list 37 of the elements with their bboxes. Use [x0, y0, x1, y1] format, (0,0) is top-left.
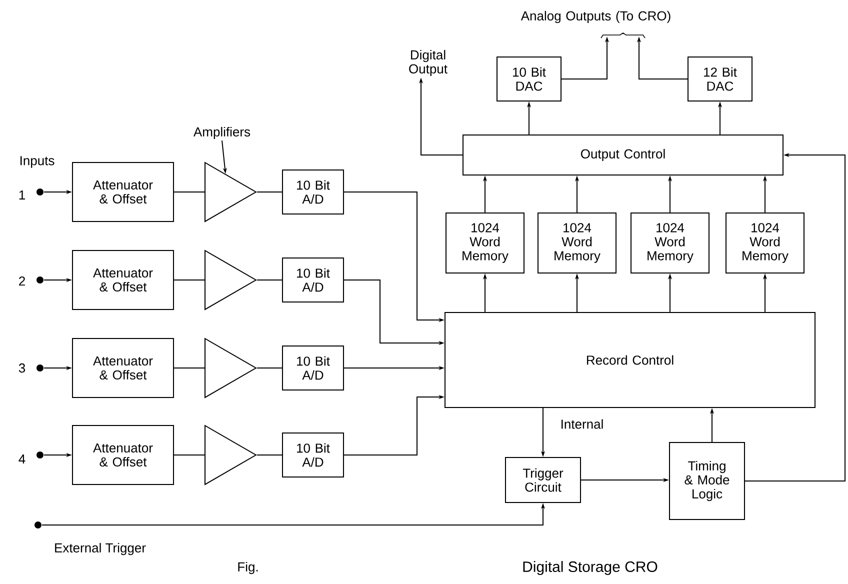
- block-box: Trigger Circuit: [505, 457, 581, 503]
- block-box: Attenuator & Offset: [72, 162, 174, 222]
- block-box: 1024 Word Memory: [538, 212, 616, 274]
- terminal-dot: [36, 452, 44, 458]
- terminal-dot: [34, 522, 42, 528]
- text-label: Inputs: [20, 156, 54, 168]
- connector-line: [256, 454, 282, 456]
- terminal-label: 3: [18, 363, 26, 373]
- terminal-label: External Trigger: [55, 542, 146, 556]
- signal-label: Analog Outputs (To CRO): [520, 10, 670, 24]
- block-box: Attenuator & Offset: [72, 250, 174, 310]
- block-box: Output Control: [462, 134, 784, 176]
- terminal-dot: [36, 188, 44, 196]
- signal-label: Amplifiers: [194, 126, 250, 140]
- terminal-label: 2: [19, 276, 25, 286]
- block-box: 1024 Word Memory: [630, 212, 710, 274]
- terminal-dot: [36, 364, 44, 372]
- block-box: Record Control: [444, 312, 816, 408]
- block-box: 12 Bit DAC: [688, 56, 752, 102]
- block-box: 10 Bit A/D: [282, 346, 344, 390]
- block-box: Timing & Mode Logic: [669, 442, 745, 520]
- block-box: 10 Bit DAC: [496, 56, 562, 102]
- text-label: Fig.: [238, 562, 258, 574]
- block-box: 10 Bit A/D: [282, 258, 344, 302]
- block-box: Attenuator & Offset: [72, 425, 174, 485]
- block-box: 1024 Word Memory: [726, 212, 804, 274]
- terminal-label: 1: [19, 190, 25, 200]
- signal-label: Digital Output: [409, 50, 448, 76]
- terminal-dot: [36, 276, 44, 284]
- block-box: Attenuator & Offset: [72, 338, 174, 398]
- edge-label: Internal: [562, 419, 603, 429]
- connector-line: [174, 454, 205, 456]
- block-box: 10 Bit A/D: [282, 170, 344, 214]
- terminal-label: 4: [18, 454, 26, 464]
- block-box: 10 Bit A/D: [282, 432, 344, 478]
- caption: Digital Storage CRO: [523, 561, 658, 575]
- block-box: 1024 Word Memory: [446, 212, 524, 274]
